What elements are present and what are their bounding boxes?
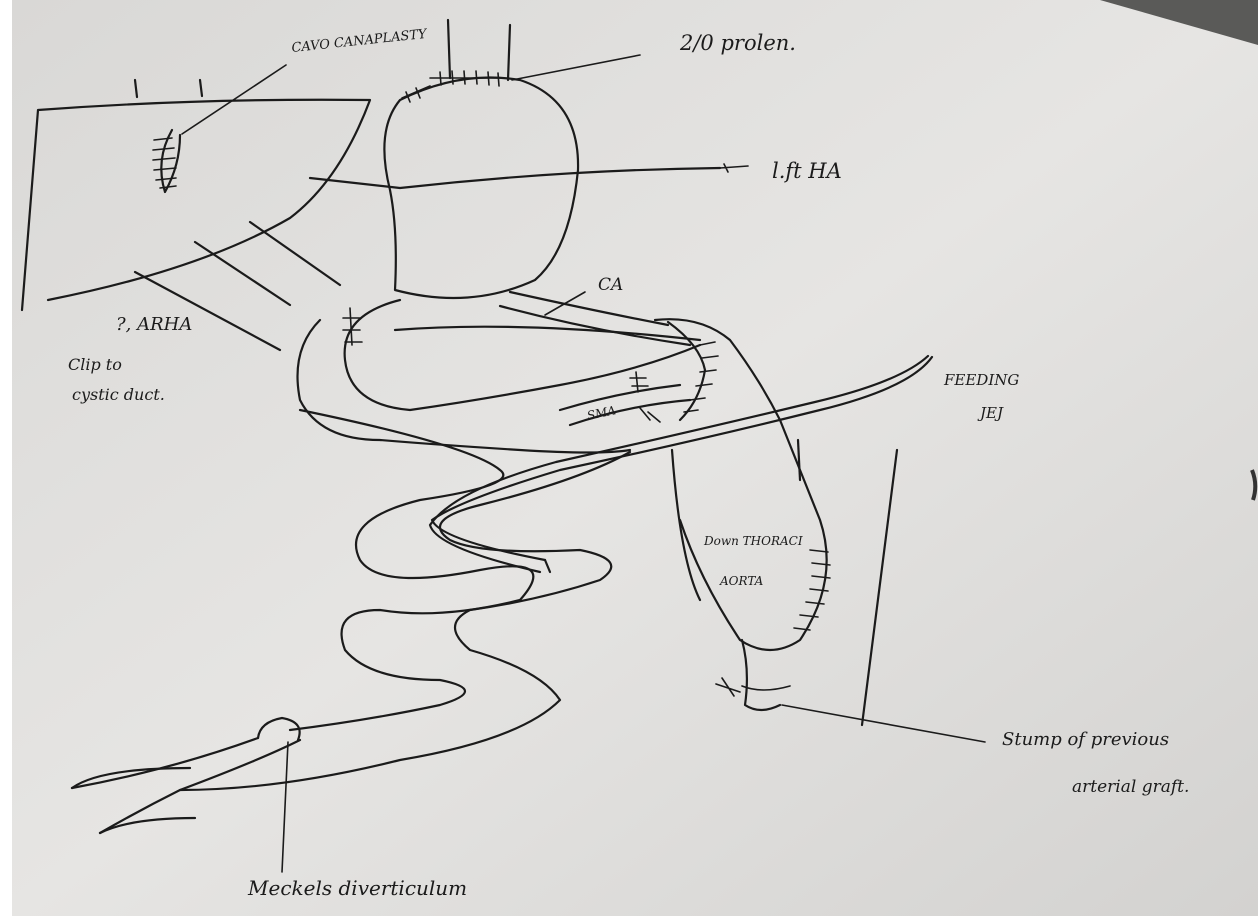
label-arha: ?, ARHA — [116, 314, 192, 335]
label-aorta-2: AORTA — [719, 574, 764, 588]
label-proline: 2/0 prolen. — [679, 31, 796, 55]
label-jej: JEJ — [977, 404, 1004, 422]
label-aorta-1: Down THORACI — [703, 534, 803, 548]
label-feeding: FEEDING — [943, 371, 1019, 389]
label-ca: CA — [598, 275, 623, 295]
label-stump-2: arterial graft. — [1072, 777, 1189, 797]
label-clip-2: cystic duct. — [72, 385, 165, 404]
label-clip-1: Clip to — [68, 355, 122, 374]
label-left-ha: l.ft HA — [772, 159, 842, 183]
label-stump-1: Stump of previous — [1002, 729, 1169, 750]
label-meckels: Meckels diverticulum — [247, 876, 467, 900]
